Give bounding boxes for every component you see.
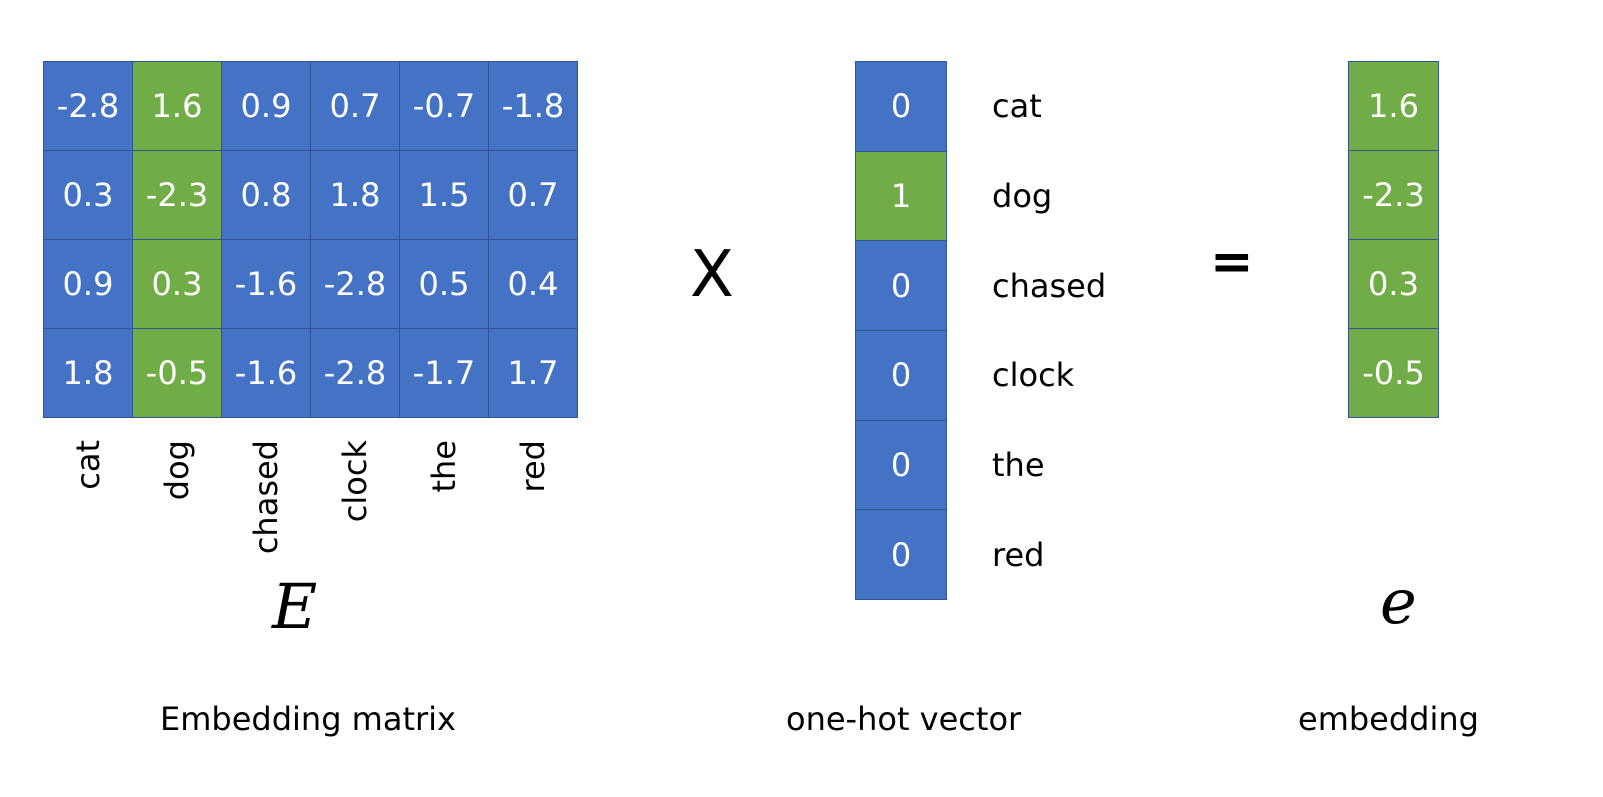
- one-hot-vector-caption: one-hot vector: [786, 700, 1022, 738]
- matrix-symbol-E: E: [272, 570, 318, 643]
- matrix-cell: -1.6: [222, 329, 310, 417]
- embedding-cell: -0.5: [1349, 329, 1438, 417]
- matrix-column-label: dog: [158, 440, 196, 501]
- matrix-cell: 0.7: [311, 62, 399, 150]
- matrix-cell: -1.8: [489, 62, 577, 150]
- embedding-symbol-e: e: [1380, 565, 1417, 638]
- one-hot-row-label: cat: [992, 87, 1042, 126]
- matrix-cell: 1.8: [44, 329, 132, 417]
- embedding-cell: -2.3: [1349, 151, 1438, 239]
- embedding-cell: 0.3: [1349, 240, 1438, 328]
- matrix-cell: 1.7: [489, 329, 577, 417]
- one-hot-cell: 0: [856, 510, 946, 600]
- matrix-cell: 0.3: [133, 240, 221, 328]
- matrix-column-label: chased: [247, 440, 285, 555]
- one-hot-cell: 0: [856, 331, 946, 420]
- one-hot-row-label: chased: [992, 266, 1107, 305]
- one-hot-cell: 0: [856, 241, 946, 331]
- one-hot-cell: 0: [856, 420, 946, 510]
- embedding-cell: 1.6: [1349, 62, 1438, 150]
- one-hot-row-label: the: [992, 446, 1045, 485]
- matrix-cell: 1.8: [311, 151, 399, 239]
- equals-operator: =: [1210, 232, 1254, 292]
- matrix-cell: 0.3: [44, 151, 132, 239]
- multiply-operator: X: [690, 238, 734, 312]
- matrix-cell: 0.9: [44, 240, 132, 328]
- matrix-column-label: clock: [336, 440, 374, 523]
- matrix-cell: -1.6: [222, 240, 310, 328]
- one-hot-cell: 1: [856, 151, 946, 241]
- matrix-cell: -1.7: [400, 329, 488, 417]
- matrix-cell: 0.5: [400, 240, 488, 328]
- matrix-cell: 0.4: [489, 240, 577, 328]
- embedding-matrix-caption: Embedding matrix: [160, 700, 456, 738]
- matrix-cell: -2.8: [44, 62, 132, 150]
- one-hot-row-label: red: [992, 535, 1045, 574]
- matrix-cell: 1.5: [400, 151, 488, 239]
- matrix-cell: 0.7: [489, 151, 577, 239]
- matrix-column-label: cat: [69, 440, 107, 490]
- matrix-cell: 0.9: [222, 62, 310, 150]
- matrix-column-label: red: [514, 440, 552, 493]
- matrix-cell: -2.3: [133, 151, 221, 239]
- matrix-cell: 0.8: [222, 151, 310, 239]
- matrix-cell: -2.8: [311, 329, 399, 417]
- matrix-cell: -2.8: [311, 240, 399, 328]
- one-hot-row-label: clock: [992, 356, 1075, 395]
- matrix-column-label: the: [425, 440, 463, 493]
- one-hot-cell: 0: [856, 62, 946, 151]
- one-hot-row-label: dog: [992, 177, 1053, 216]
- matrix-cell: -0.5: [133, 329, 221, 417]
- matrix-cell: 1.6: [133, 62, 221, 150]
- matrix-cell: -0.7: [400, 62, 488, 150]
- embedding-caption: embedding: [1298, 700, 1479, 738]
